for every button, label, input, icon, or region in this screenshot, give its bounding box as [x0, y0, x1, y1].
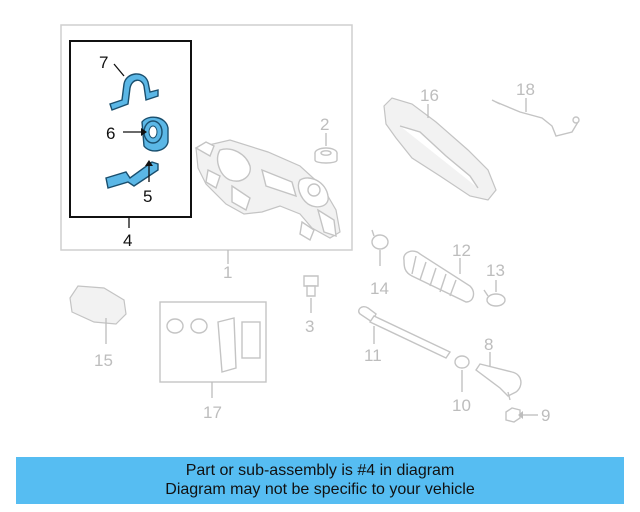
callout-6: 6 — [106, 124, 115, 143]
part-5-bracket — [105, 161, 159, 189]
callout-8: 8 — [484, 335, 493, 354]
callout-5: 5 — [143, 187, 152, 206]
part-2-illustration — [314, 147, 338, 164]
callout-15: 15 — [94, 351, 113, 370]
callout-12: 12 — [452, 241, 471, 260]
part-12-illustration — [403, 250, 475, 303]
part-16-illustration — [383, 97, 497, 201]
part-3-illustration — [303, 275, 319, 297]
callout-10: 10 — [452, 396, 471, 415]
part-14-illustration — [371, 229, 389, 250]
callout-14: 14 — [370, 279, 389, 298]
callout-13: 13 — [486, 261, 505, 280]
callout-2: 2 — [320, 115, 329, 134]
callout-16: 16 — [420, 86, 439, 105]
part-11-illustration — [358, 305, 452, 359]
part-6-bushing — [141, 116, 169, 152]
part-8-illustration — [475, 363, 522, 401]
part-9-illustration — [505, 407, 521, 423]
banner-line-disclaimer: Diagram may not be specific to your vehi… — [165, 481, 475, 498]
callout-9: 9 — [541, 406, 550, 425]
subassembly-4-frame — [69, 40, 192, 218]
callout-1: 1 — [223, 263, 232, 282]
callout-17: 17 — [203, 403, 222, 422]
callout-11: 11 — [364, 346, 382, 365]
part-10-illustration — [454, 355, 470, 369]
steering-gear-illustration — [194, 139, 341, 242]
part-13-illustration — [483, 289, 506, 307]
banner-line-part-number: Part or sub-assembly is #4 in diagram — [185, 462, 455, 479]
callout-3: 3 — [305, 317, 314, 336]
part-15-illustration — [69, 285, 127, 325]
part-17-illustration — [159, 301, 267, 383]
callout-4: 4 — [123, 231, 132, 250]
info-banner: Part or sub-assembly is #4 in diagram Di… — [16, 457, 624, 504]
part-7-clamp — [109, 73, 159, 111]
part-18-illustration — [491, 99, 580, 137]
callout-18: 18 — [516, 80, 535, 99]
callout-7: 7 — [99, 53, 108, 72]
